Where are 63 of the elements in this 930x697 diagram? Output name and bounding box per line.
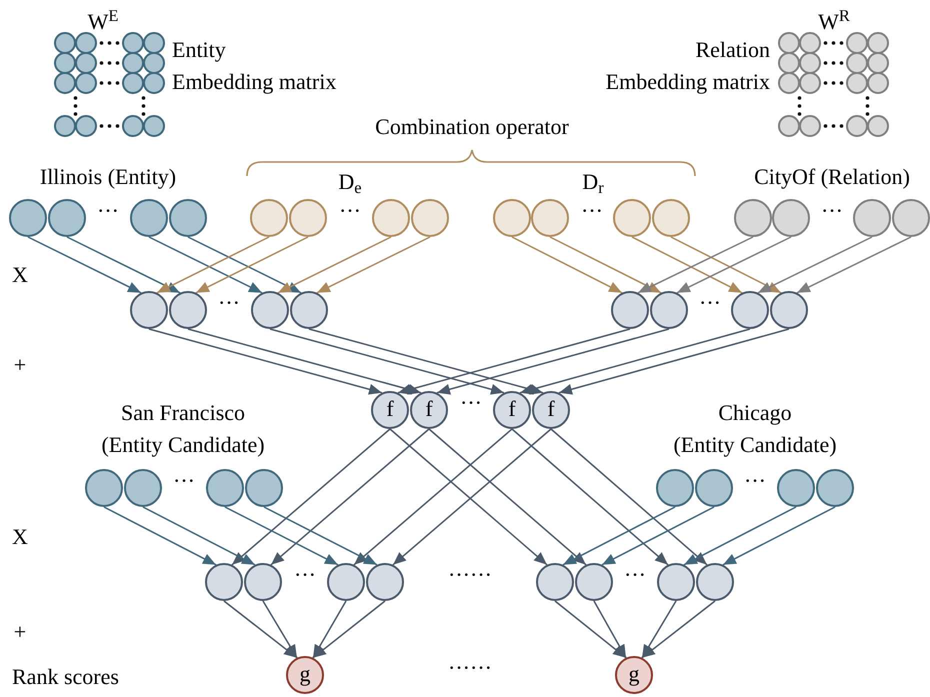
arrow	[104, 506, 216, 566]
row-caption: Rank scores	[12, 663, 119, 691]
arrow	[512, 236, 622, 294]
arrow	[224, 600, 298, 658]
arrow	[224, 506, 338, 566]
arrow	[562, 506, 676, 566]
arrow	[684, 506, 796, 566]
arrow	[232, 428, 390, 566]
ellipsis: ···	[744, 467, 766, 495]
arrow	[512, 428, 668, 566]
arrow	[642, 600, 716, 658]
ellipsis: ···	[460, 389, 482, 417]
arrow	[722, 506, 836, 566]
arrow	[312, 600, 347, 658]
ellipsis: ···	[339, 197, 361, 225]
arrow	[550, 428, 708, 566]
matrix-symbol: W$^{E}$	[88, 6, 118, 36]
ellipsis: ···	[173, 467, 195, 495]
arrow	[550, 236, 662, 294]
arrow	[312, 600, 386, 658]
arrow	[142, 506, 256, 566]
ellipsis: ······	[448, 654, 492, 682]
arrow	[278, 236, 392, 294]
ellipsis: ···	[218, 289, 240, 317]
arrow	[66, 236, 180, 294]
arrow	[270, 328, 504, 395]
operation-sign: +	[14, 618, 26, 646]
matrix-caption: Relation Embedding matrix	[606, 36, 770, 96]
arrow	[554, 600, 626, 658]
input-caption: CityOf (Relation)	[754, 163, 910, 191]
candidate-caption: San Francisco (Entity Candidate)	[101, 399, 265, 459]
arrow	[428, 428, 586, 566]
arrow	[270, 428, 430, 566]
arrow	[148, 328, 382, 395]
arrow	[436, 328, 670, 395]
ellipsis: ···	[624, 561, 646, 589]
candidate-caption: Chicago (Entity Candidate)	[673, 399, 837, 459]
ellipsis: ···	[294, 561, 316, 589]
ellipsis: ······	[448, 561, 492, 589]
arrow	[28, 236, 142, 294]
input-caption: Illinois (Entity)	[40, 163, 176, 191]
operation-sign: +	[14, 351, 26, 379]
operation-sign: X	[12, 523, 28, 551]
arrow	[354, 428, 512, 566]
operator-caption: Combination operator	[375, 113, 569, 141]
ellipsis: ···	[581, 197, 603, 225]
ellipsis: ···	[97, 197, 119, 225]
arrow	[602, 506, 714, 566]
arrow	[264, 506, 378, 566]
ellipsis: ···	[699, 289, 721, 317]
arrow	[593, 600, 627, 658]
operation-sign: X	[12, 261, 28, 289]
arrow	[262, 600, 298, 658]
operator-symbol: D$_{r}$	[582, 168, 604, 198]
arrow	[796, 236, 912, 294]
arrow	[758, 236, 872, 294]
ellipsis: ···	[821, 197, 843, 225]
matrix-caption: Entity Embedding matrix	[172, 36, 336, 96]
arrow	[316, 236, 430, 294]
arrow	[558, 328, 790, 395]
arrow	[641, 600, 677, 658]
operator-symbol: D$_{e}$	[338, 168, 362, 198]
matrix-symbol: W$^{R}$	[818, 6, 850, 36]
